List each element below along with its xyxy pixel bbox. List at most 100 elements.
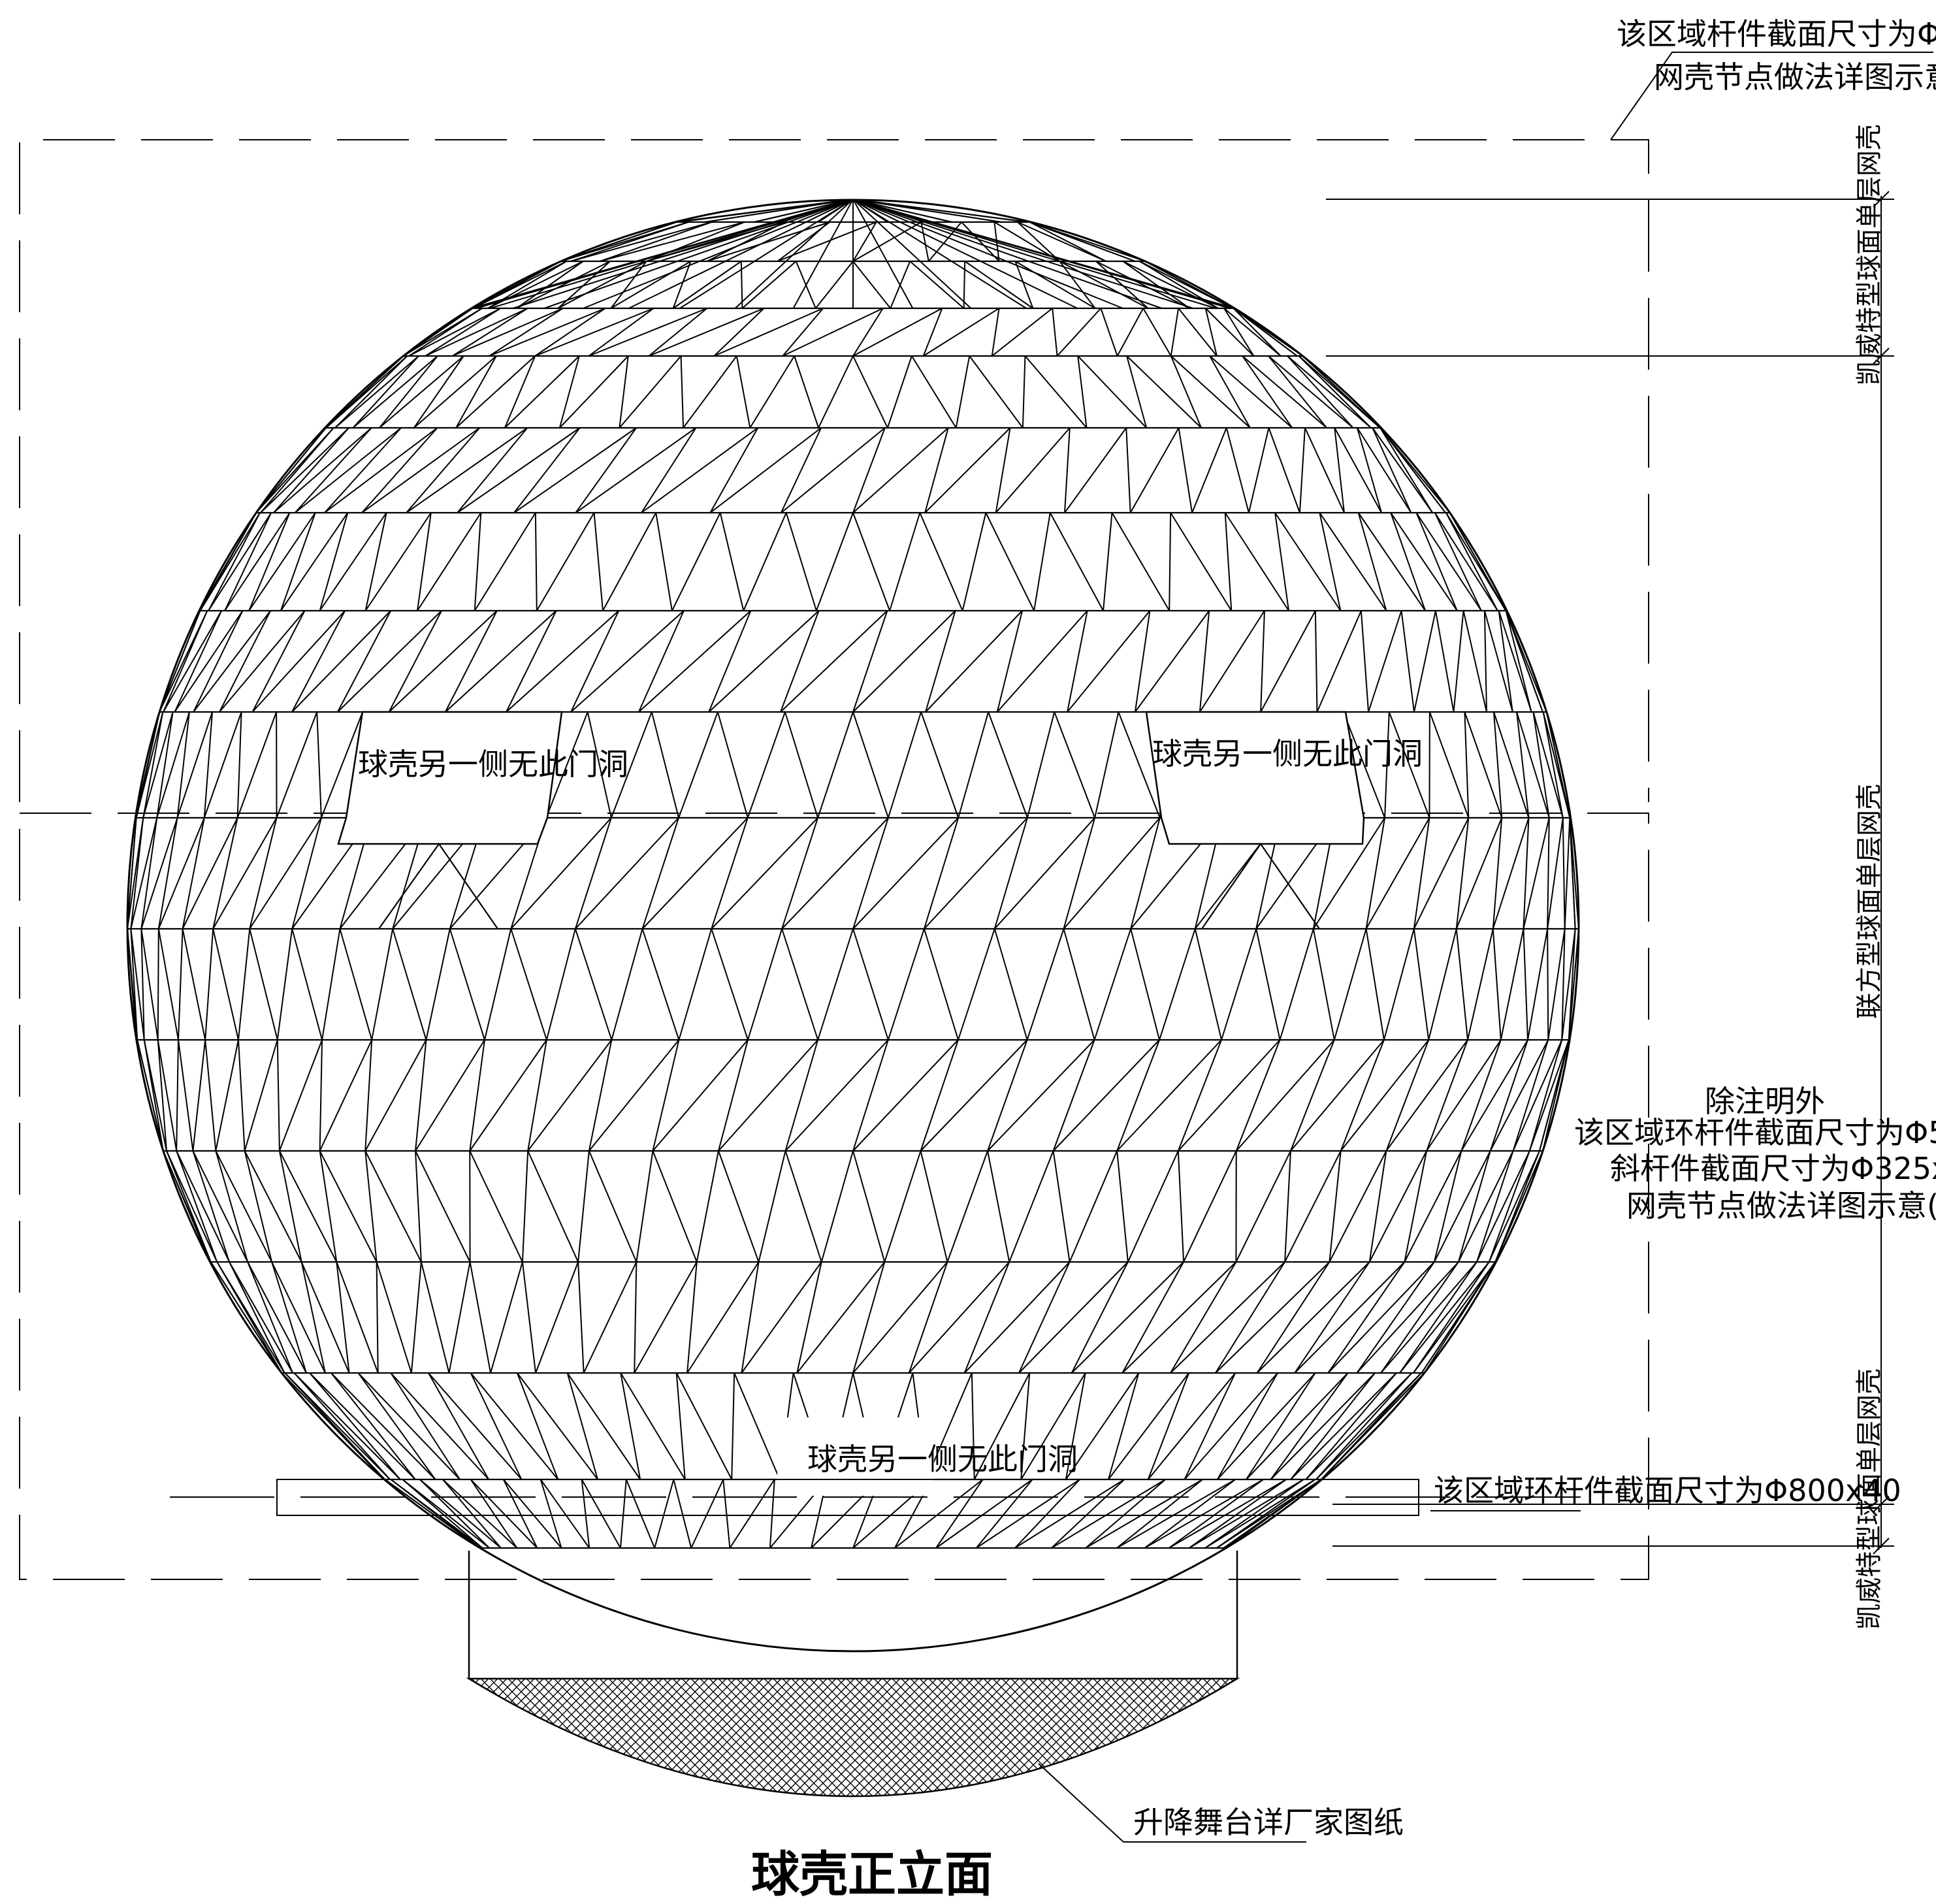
diagonal-member — [425, 308, 501, 357]
diagonal-member — [1014, 261, 1096, 309]
diagonal-member — [961, 512, 987, 611]
diagonal-member — [920, 1039, 959, 1152]
diagonal-member — [357, 1372, 460, 1480]
diagonal-member — [976, 1479, 1080, 1549]
diagonal-member — [920, 1150, 948, 1263]
diagonal-member — [276, 711, 318, 818]
zone-a-spec-line1: 该区域杆件截面尺寸为Φ219x12 — [1617, 16, 1936, 52]
diagonal-member — [709, 427, 759, 513]
diagonal-member — [1453, 610, 1464, 713]
diagonal-member — [1547, 817, 1550, 929]
diagonal-member — [711, 817, 818, 929]
diagonal-member — [747, 928, 783, 1041]
diagonal-member — [925, 610, 956, 713]
diagonal-member — [1290, 1372, 1376, 1480]
diagonal-member — [886, 355, 912, 428]
diagonal-member — [574, 928, 613, 1041]
diagonal-member — [1215, 1261, 1285, 1374]
base-ring-spec: 该区域环杆件截面尺寸为Φ800x40 — [1434, 1473, 1901, 1508]
diagonal-member — [749, 355, 795, 428]
left-door-opening — [337, 711, 563, 845]
diagonal-member — [415, 1150, 471, 1263]
diagonal-member — [203, 711, 242, 818]
zone-b-spec-line3: 斜杆件截面尺寸为Φ325x16 — [1610, 1151, 1936, 1186]
diagonal-member — [973, 1372, 1031, 1480]
diagonal-member — [229, 1261, 293, 1374]
diagonal-member — [415, 1039, 427, 1152]
diagonal-member — [620, 1372, 641, 1480]
diagonal-member — [127, 817, 144, 929]
diagonal-member — [1319, 512, 1387, 611]
diagonal-member — [469, 1150, 523, 1263]
diagonal-member — [782, 308, 824, 357]
diagonal-member — [1413, 928, 1430, 1041]
diagonal-member — [364, 1150, 422, 1263]
diagonal-member — [924, 427, 1011, 513]
diagonal-member — [587, 711, 612, 818]
diagonal-member — [1071, 1261, 1184, 1374]
apex-meridian-member — [679, 200, 854, 309]
diagonal-member — [452, 308, 528, 357]
diagonal-member — [237, 1039, 246, 1152]
diagonal-member — [996, 610, 1024, 713]
diagonal-member — [402, 1479, 483, 1549]
diagonal-member — [1135, 610, 1210, 713]
diagonal-member — [1462, 610, 1487, 713]
tick-1 — [1873, 191, 1890, 208]
diagonal-member — [319, 1039, 323, 1152]
diagonal-member — [379, 355, 438, 428]
diagonal-member — [1064, 427, 1071, 513]
diagonal-member — [284, 1372, 385, 1480]
diagonal-member — [156, 711, 174, 818]
diagonal-member — [735, 355, 751, 428]
diagonal-member — [137, 1039, 164, 1152]
diagonal-member — [319, 1039, 373, 1152]
diagonal-member — [1561, 928, 1566, 1041]
diagonal-member — [1340, 1039, 1430, 1152]
diagonal-member — [357, 1372, 436, 1480]
diagonal-member — [536, 512, 595, 611]
door-note-left: 球壳另一侧无此门洞 — [358, 747, 628, 782]
diagonal-member — [1067, 610, 1088, 713]
diagonal-member — [1094, 711, 1120, 818]
diagonal-member — [922, 308, 943, 357]
diagonal-member — [611, 928, 643, 1041]
diagonal-member — [1071, 1261, 1129, 1374]
diagonal-member — [1299, 427, 1306, 513]
diagonal-member — [248, 512, 291, 611]
apex-meridian-member — [852, 200, 1123, 309]
diagonal-member — [1532, 711, 1550, 818]
diagonal-member — [1054, 711, 1096, 818]
diagonal-member — [680, 355, 685, 428]
diagonal-member — [249, 817, 278, 929]
diagonal-member — [1224, 512, 1289, 611]
diagonal-member — [1268, 355, 1354, 428]
diagonal-member — [1217, 1372, 1316, 1480]
diagonal-member — [1279, 928, 1314, 1041]
diagonal-member — [212, 817, 238, 929]
diagonal-member — [1170, 1261, 1285, 1374]
diagonal-member — [291, 928, 323, 1041]
diagonal-member — [887, 711, 922, 818]
diagonal-member — [641, 817, 679, 929]
diagonal-member — [570, 221, 712, 262]
diagonal-member — [130, 928, 138, 1041]
diagonal-member — [406, 427, 528, 513]
diagonal-member — [445, 610, 498, 713]
diagonal-member — [276, 928, 293, 1041]
diagonal-member — [1385, 1039, 1430, 1152]
diagonal-member — [1413, 610, 1436, 713]
diagonal-member — [1184, 1372, 1278, 1480]
diagonal-member — [1488, 1150, 1530, 1263]
diagonal-member — [1178, 1039, 1281, 1152]
diagonal-member — [336, 1261, 350, 1374]
apex-meridian-member — [734, 200, 854, 309]
diagonal-member — [1284, 1150, 1291, 1263]
diagonal-member — [1020, 1372, 1031, 1480]
diagonal-member — [163, 1150, 211, 1263]
diagonal-member — [781, 817, 889, 929]
diagonal-member — [390, 1372, 489, 1480]
diagonal-member — [325, 355, 408, 428]
diagonal-member — [1390, 512, 1427, 611]
